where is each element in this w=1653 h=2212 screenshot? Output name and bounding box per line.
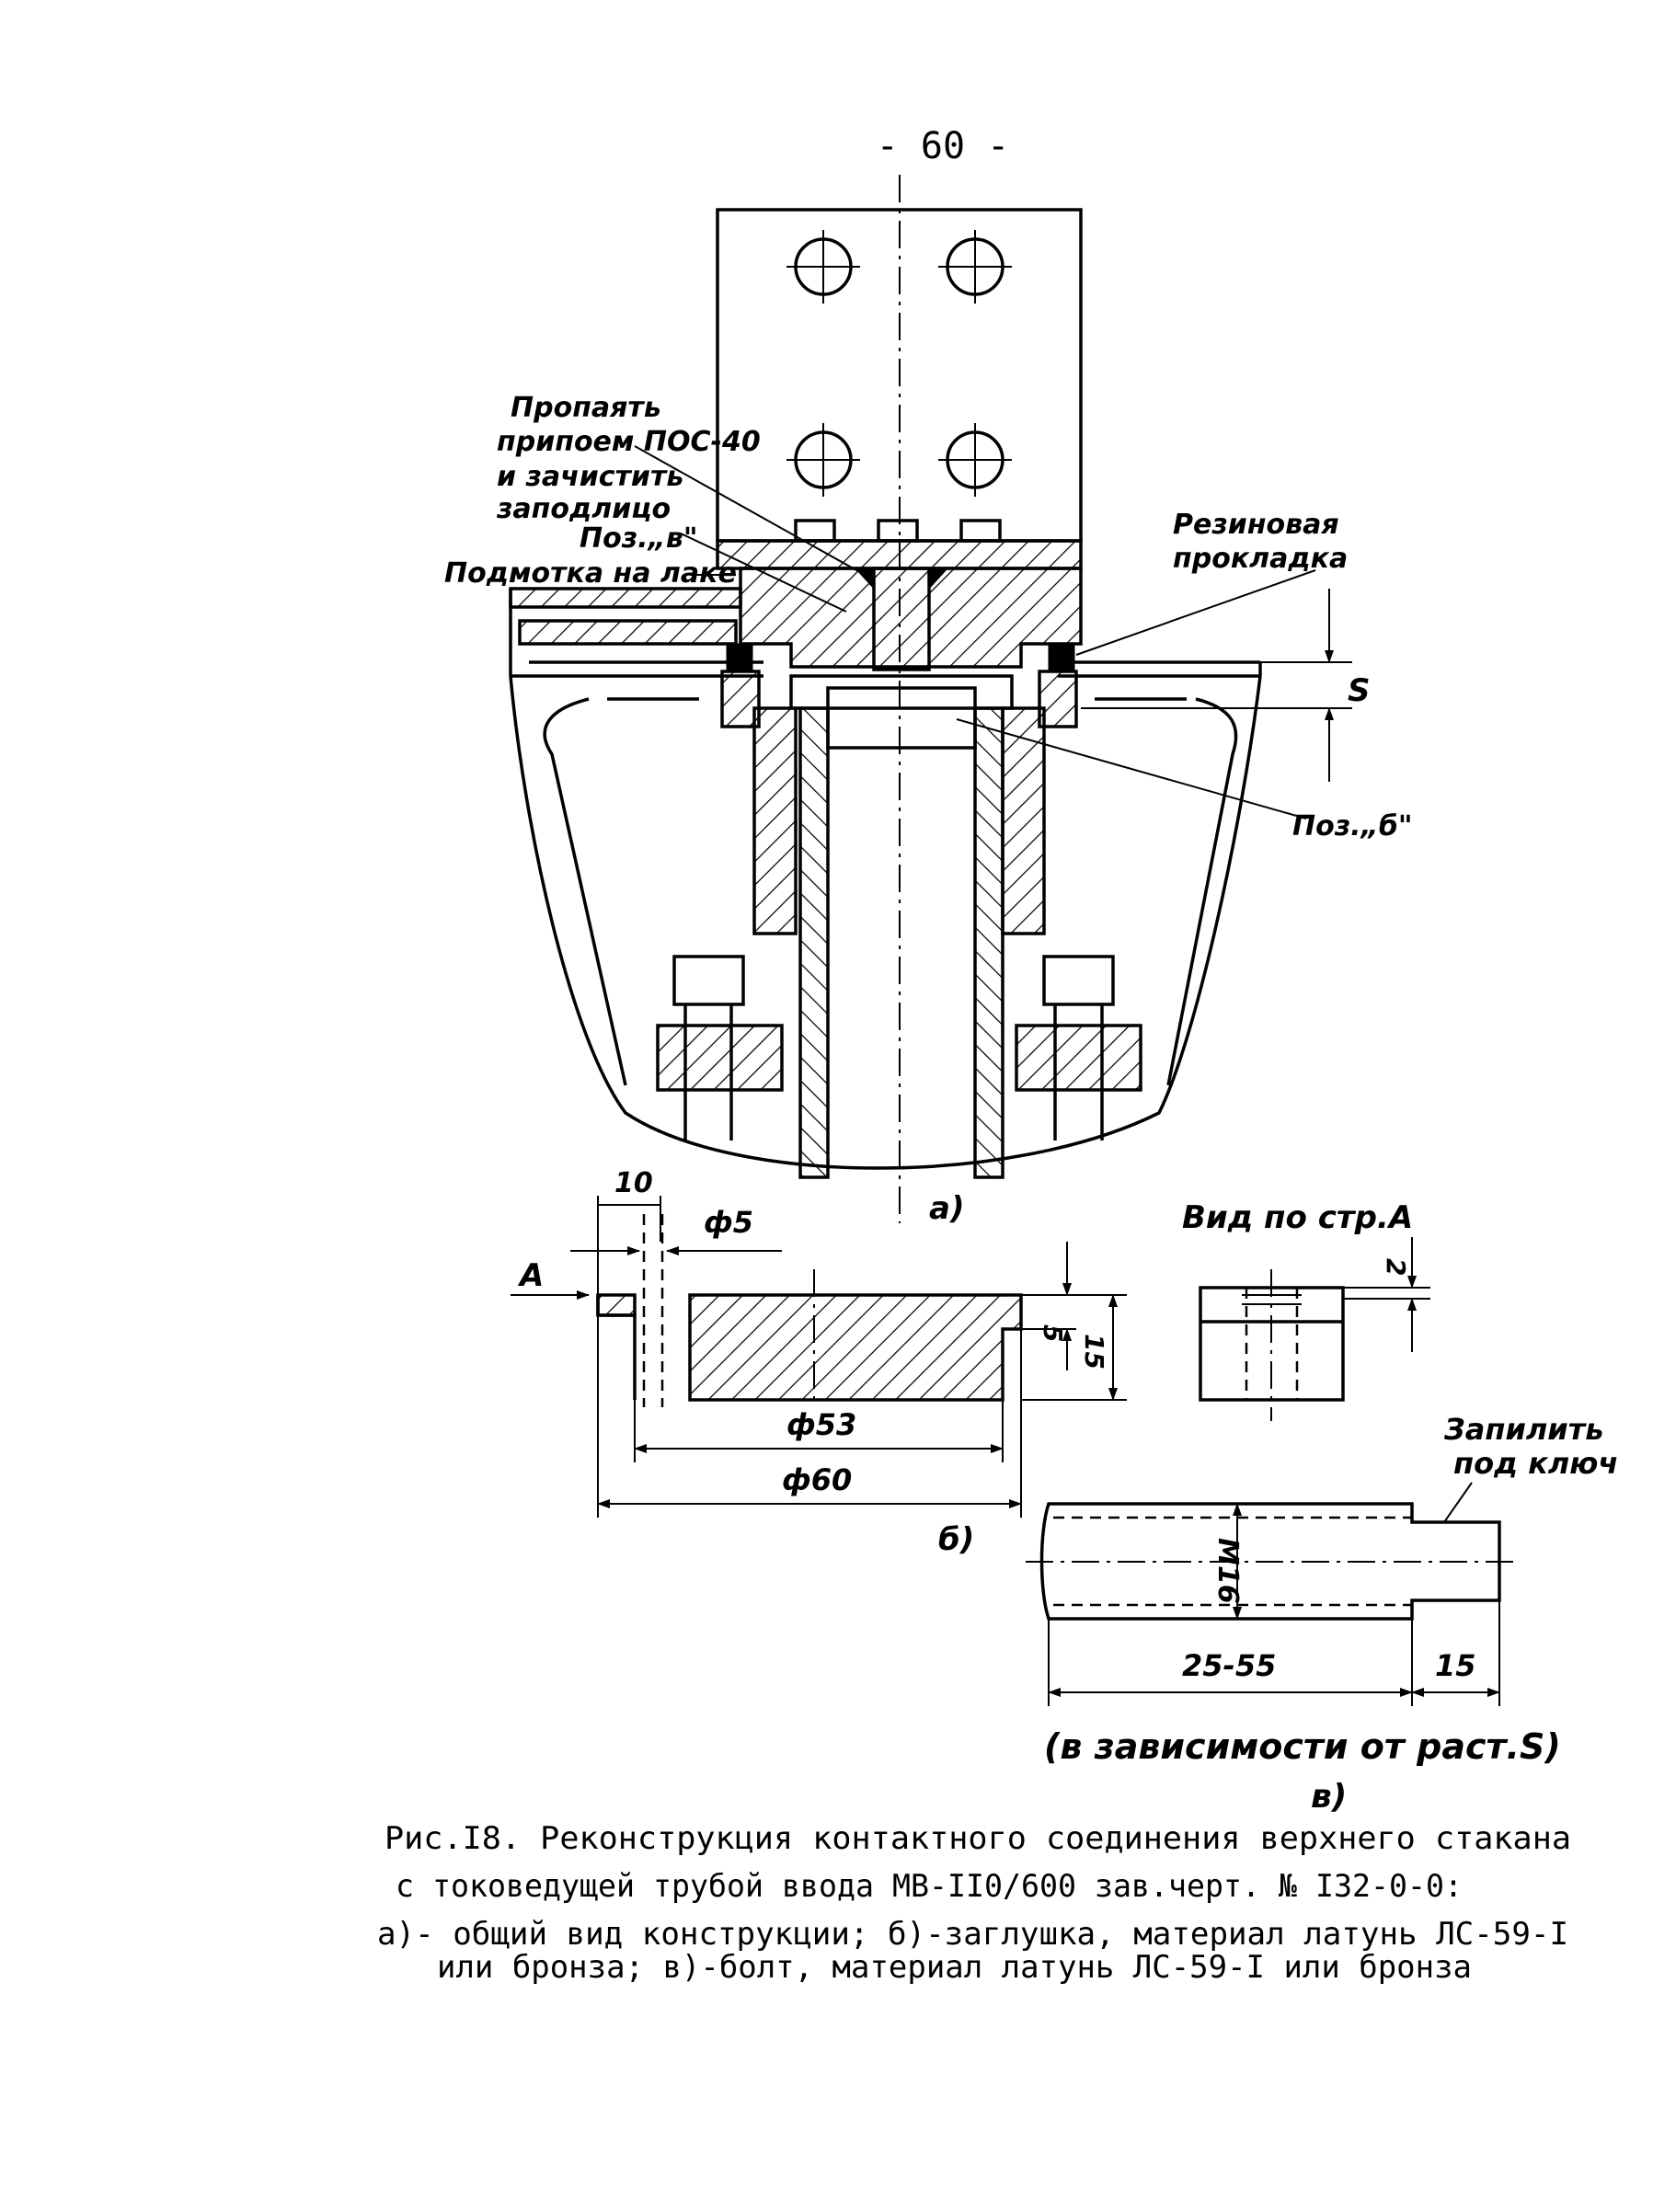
pos-b-label: Поз.„б" — [1292, 810, 1412, 842]
solder-note-line4: заподлицо — [496, 493, 671, 525]
dim-15-horizontal: 15 — [1435, 1648, 1476, 1683]
dim-2: 2 — [1381, 1258, 1411, 1276]
dim-m16: М16 — [1211, 1538, 1244, 1604]
solder-note-line2: припоем ПОС-40 — [497, 426, 761, 458]
caption-line4: или бронза; в)-болт, материал латунь ЛС-… — [437, 1949, 1472, 1986]
bowl-outer — [509, 675, 1262, 1170]
caption-line2: с токоведущей трубой ввода МВ-II0/600 за… — [396, 1868, 1463, 1905]
solder-note-line1: Пропаять — [511, 392, 661, 424]
pos-v-label: Поз.„в" — [580, 522, 697, 555]
view-from-a-title: Вид по стр.А — [1182, 1199, 1413, 1236]
assembly-labels: Пропаять припоем ПОС-40 и зачистить запо… — [444, 392, 1412, 1227]
rubber-note-line2: прокладка — [1173, 543, 1348, 575]
file-note-line1: Запилить — [1443, 1412, 1604, 1447]
wrap-note: Подмотка на лаке — [444, 557, 737, 590]
gap-s-label: S — [1348, 672, 1371, 709]
dim-15-vertical: 15 — [1079, 1334, 1109, 1370]
plug-view: А 10 ф5 ф53 ф60 5 15 б — [511, 1167, 1127, 1558]
range-note: (в зависимости от раст.S) — [1044, 1726, 1561, 1767]
caption-line1: Рис.I8. Реконструкция контактного соедин… — [385, 1820, 1571, 1857]
arrow-a-label: А — [517, 1257, 544, 1294]
dim-phi60: ф60 — [782, 1462, 852, 1497]
view-v-label: в) — [1311, 1778, 1347, 1816]
dim-10: 10 — [614, 1167, 653, 1199]
view-b-label: б) — [938, 1521, 974, 1558]
dim-phi5: ф5 — [704, 1205, 753, 1240]
caption-line3: а)- общий вид конструкции; б)-заглушка, … — [377, 1916, 1568, 1953]
bolt-view: Запилить под ключ М16 25-55 15 (в зависи… — [1026, 1412, 1618, 1816]
dim-length: 25-55 — [1182, 1648, 1276, 1683]
solder-note-line3: и зачистить — [497, 461, 683, 493]
dim-5: 5 — [1038, 1324, 1068, 1342]
figure-caption: Рис.I8. Реконструкция контактного соедин… — [377, 1820, 1571, 1986]
view-a-label: а) — [929, 1190, 964, 1227]
page-number: - 60 - — [877, 125, 1010, 167]
view-from-a: Вид по стр.А 2 — [1182, 1199, 1430, 1421]
rubber-note-line1: Резиновая — [1173, 509, 1339, 541]
file-note-line2: под ключ — [1453, 1446, 1618, 1481]
dim-phi53: ф53 — [786, 1407, 856, 1442]
assembly-view: S — [509, 175, 1371, 1223]
